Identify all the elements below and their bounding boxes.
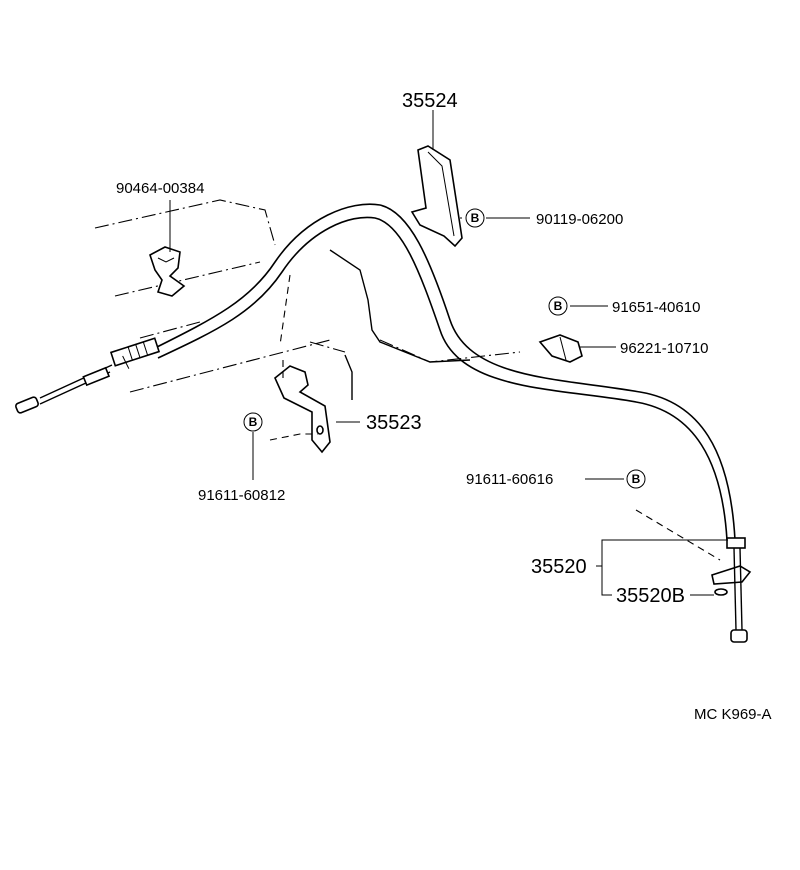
reference-code: MC K969-A [694, 706, 772, 723]
bracket-35523 [274, 365, 331, 454]
install-lines [269, 274, 721, 561]
body-outline [94, 199, 521, 400]
bolt-marker-91651: B [548, 296, 568, 316]
label-35520b: 35520B [616, 585, 685, 607]
parking-brake-cable [15, 203, 752, 643]
bolt-marker-90119: B [465, 208, 485, 228]
label-91611-60616: 91611-60616 [466, 471, 553, 488]
label-35524: 35524 [402, 90, 458, 112]
bolt-marker-91611b: B [626, 469, 646, 489]
label-90119-06200: 90119-06200 [536, 211, 623, 228]
clip-90464 [149, 246, 186, 297]
leader-lines [169, 110, 728, 596]
label-35520: 35520 [531, 556, 587, 578]
marker-b-4: B [632, 472, 641, 486]
label-90464-00384: 90464-00384 [116, 180, 204, 197]
marker-b-3: B [249, 415, 258, 429]
label-96221-10710: 96221-10710 [620, 340, 708, 357]
label-91651-40610: 91651-40610 [612, 299, 700, 316]
clamp-96221 [538, 334, 583, 363]
bracket-35524 [410, 145, 463, 248]
marker-b-2: B [554, 299, 563, 313]
label-91611-60812: 91611-60812 [198, 487, 285, 504]
label-35523: 35523 [366, 412, 422, 434]
marker-b-1: B [471, 211, 480, 225]
bolt-marker-91611a: B [243, 412, 263, 432]
